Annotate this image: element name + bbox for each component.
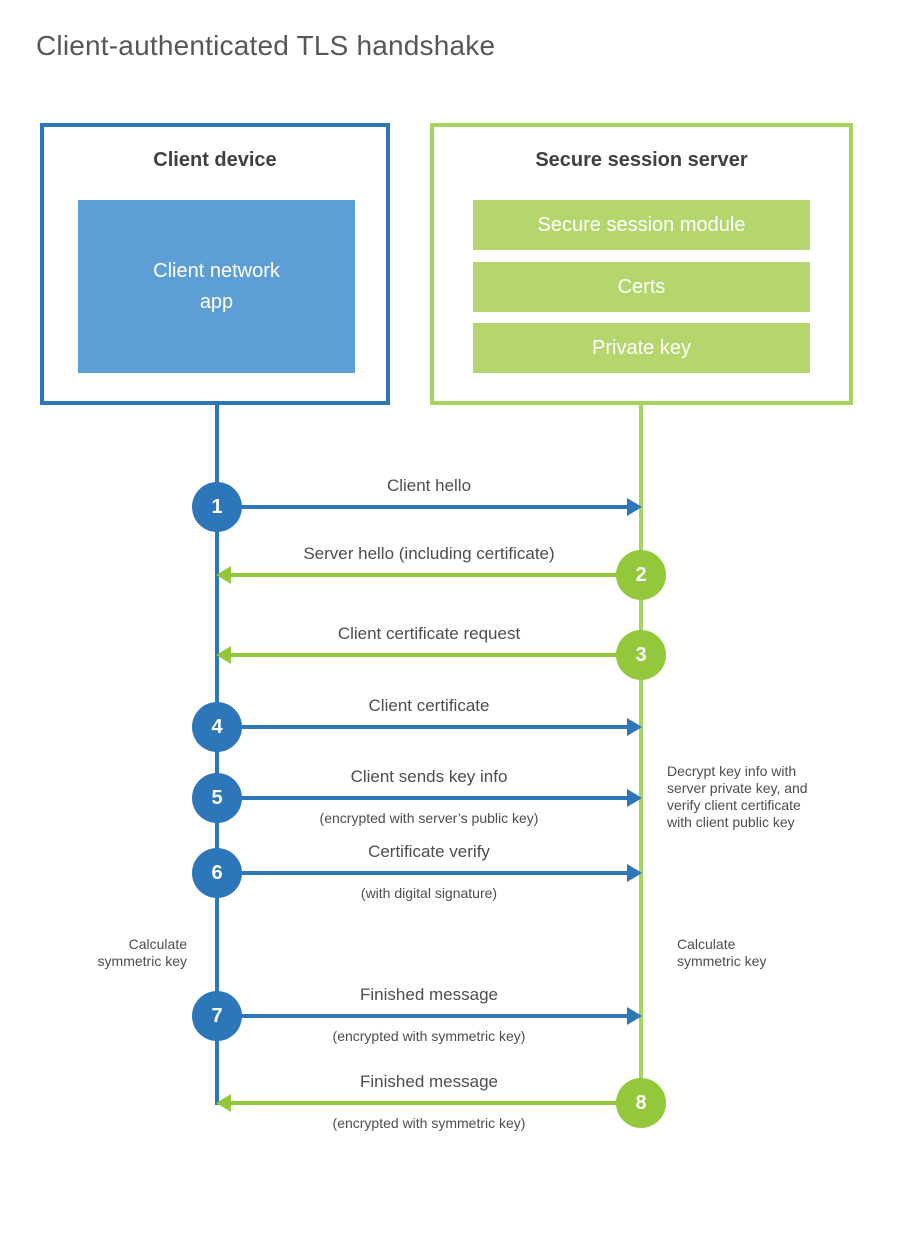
step-4-label: Client certificate	[368, 696, 490, 715]
step-5-badge: 5	[192, 773, 242, 823]
server-module-secure-session: Secure session module	[473, 200, 810, 250]
client-network-app-box: Client network app	[78, 200, 355, 373]
step-3-arrow-shaft	[231, 653, 617, 657]
page-title: Client-authenticated TLS handshake	[36, 30, 496, 61]
client-lifeline	[215, 405, 219, 1105]
step-1-arrow-shaft	[242, 505, 627, 509]
step-7-label: Finished message	[360, 985, 498, 1004]
secure-session-server-title: Secure session server	[535, 149, 748, 171]
server-module-private-key: Private key	[473, 323, 810, 373]
step-5-arrow-shaft	[242, 796, 627, 800]
step-1-badge: 1	[192, 482, 242, 532]
step-4-badge: 4	[192, 702, 242, 752]
calculate-symmetric-key-note-client: Calculate symmetric key	[97, 936, 187, 969]
step-7-badge: 7	[192, 991, 242, 1041]
step-2-arrowhead-icon	[216, 566, 231, 584]
step-7-arrowhead-icon	[627, 1007, 642, 1025]
step-6-arrowhead-icon	[627, 864, 642, 882]
step-6-arrow-shaft	[242, 871, 627, 875]
server-module-certs: Certs	[473, 262, 810, 312]
step-2-badge: 2	[616, 550, 666, 600]
step-2-arrow-shaft	[231, 573, 617, 577]
step-3-label: Client certificate request	[337, 624, 521, 643]
step-6-label: Certificate verify	[368, 842, 490, 861]
step-8-sublabel: (encrypted with symmetric key)	[332, 1115, 526, 1131]
step-5-label: Client sends key info	[350, 767, 508, 786]
step-8-badge: 8	[616, 1078, 666, 1128]
step-7-sublabel: (encrypted with symmetric key)	[332, 1028, 526, 1044]
calculate-symmetric-key-note-server: Calculate symmetric key	[677, 936, 767, 969]
step-8-label: Finished message	[360, 1072, 498, 1091]
client-device-title: Client device	[153, 149, 277, 171]
secure-session-server-box: Secure session server Secure session mod…	[430, 123, 853, 405]
decrypt-verify-note: Decrypt key info with server private key…	[667, 763, 808, 830]
step-5-sublabel: (encrypted with server’s public key)	[319, 810, 539, 826]
step-1-label: Client hello	[386, 476, 472, 495]
step-5-arrowhead-icon	[627, 789, 642, 807]
step-3-badge: 3	[616, 630, 666, 680]
step-1-arrowhead-icon	[627, 498, 642, 516]
step-7-arrow-shaft	[242, 1014, 627, 1018]
client-network-app-label: Client network app	[153, 259, 280, 313]
step-6-badge: 6	[192, 848, 242, 898]
step-4-arrow-shaft	[242, 725, 627, 729]
step-2-label: Server hello (including certificate)	[303, 544, 555, 563]
step-8-arrow-shaft	[231, 1101, 617, 1105]
server-lifeline	[639, 405, 643, 1103]
step-8-arrowhead-icon	[216, 1094, 231, 1112]
client-device-box: Client device Client network app	[40, 123, 390, 405]
step-3-arrowhead-icon	[216, 646, 231, 664]
step-6-sublabel: (with digital signature)	[360, 885, 498, 901]
step-4-arrowhead-icon	[627, 718, 642, 736]
